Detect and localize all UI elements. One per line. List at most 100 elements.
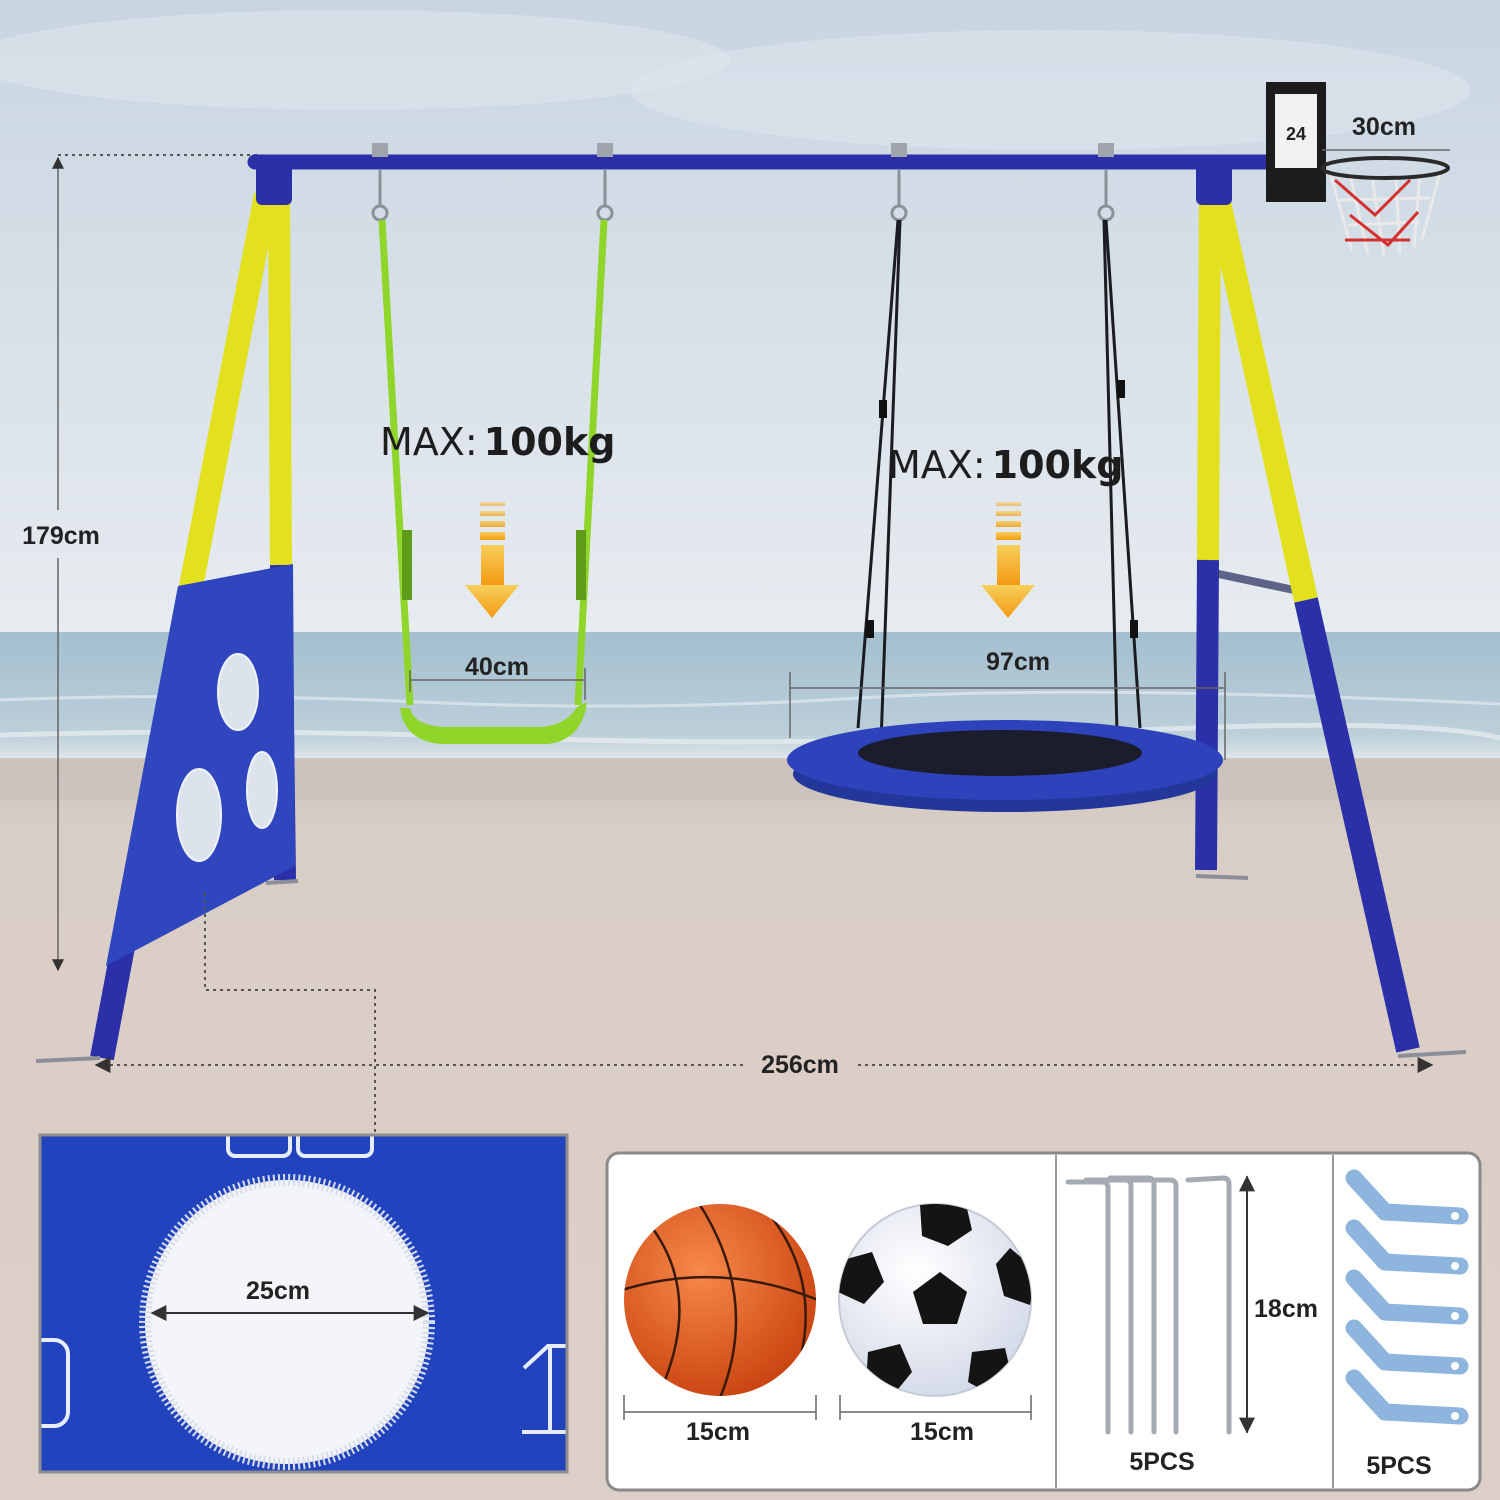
fabric-print bbox=[226, 1135, 292, 1158]
bracket-hole bbox=[1451, 1212, 1459, 1220]
strap-chain bbox=[402, 530, 412, 600]
soccer-patch bbox=[920, 1204, 972, 1246]
brackets-quantity-label: 5PCS bbox=[1366, 1452, 1431, 1480]
nest-rope bbox=[878, 219, 902, 771]
ground-stakes bbox=[1065, 1175, 1255, 1435]
hanger bbox=[596, 143, 614, 222]
hoop-net bbox=[1328, 171, 1442, 257]
swing-strap-left bbox=[378, 219, 414, 706]
backboard-number: 24 bbox=[1286, 124, 1306, 144]
left-top-joint bbox=[256, 165, 292, 205]
accessories-panel-frame bbox=[605, 1151, 1482, 1492]
net-hole bbox=[176, 768, 222, 862]
l-bracket bbox=[1345, 1369, 1469, 1425]
soccer-patch bbox=[839, 1252, 884, 1304]
rope-adjuster bbox=[866, 620, 874, 638]
strap-chain bbox=[576, 530, 586, 600]
ground-stake bbox=[1185, 1175, 1232, 1435]
rope-adjuster bbox=[1117, 380, 1125, 398]
height-dimension: 179cm bbox=[22, 154, 258, 972]
nest-swing: 97cm MAX:100kg bbox=[787, 219, 1226, 812]
bracket-hole bbox=[1451, 1412, 1459, 1420]
cloud bbox=[0, 10, 730, 110]
net-hole bbox=[217, 653, 259, 731]
belt-swing: 40cm MAX:100kg bbox=[378, 219, 615, 744]
right-back-leg-upper bbox=[1197, 194, 1221, 561]
height-label: 179cm bbox=[22, 522, 100, 550]
ground-plate bbox=[1195, 874, 1249, 880]
ground-plate bbox=[35, 1056, 101, 1063]
left-back-leg-upper bbox=[268, 194, 292, 566]
basketball-hoop: 24 30cm bbox=[1266, 82, 1450, 257]
left-max-load: MAX:100kg bbox=[380, 420, 615, 464]
left-max-label: MAX: bbox=[380, 420, 478, 464]
left-max-value: 100kg bbox=[484, 420, 616, 464]
basketball-seam bbox=[769, 1214, 807, 1361]
right-max-value: 100kg bbox=[992, 443, 1124, 487]
l-brackets bbox=[1345, 1169, 1469, 1425]
right-load-arrow bbox=[981, 502, 1035, 618]
hoop-net-red bbox=[1334, 178, 1420, 248]
ground-stake bbox=[1131, 1177, 1179, 1435]
ground-plate bbox=[1397, 1050, 1467, 1058]
swing-strap-right bbox=[574, 219, 608, 706]
fabric-print bbox=[296, 1135, 374, 1158]
rope-adjuster bbox=[1130, 620, 1138, 638]
basketball-size-label: 15cm bbox=[686, 1418, 750, 1446]
width-label: 256cm bbox=[761, 1051, 839, 1079]
hoop-rim bbox=[1320, 156, 1450, 180]
inset-callout-line bbox=[204, 893, 376, 1135]
soccer-patch bbox=[913, 1272, 967, 1324]
hole-dimension-label: 25cm bbox=[246, 1277, 310, 1305]
right-back-leg-lower bbox=[1195, 559, 1219, 871]
l-bracket bbox=[1345, 1269, 1469, 1325]
l-bracket bbox=[1345, 1219, 1469, 1275]
nest-rope bbox=[1104, 219, 1142, 729]
target-net-panel bbox=[106, 564, 295, 966]
basketball-body bbox=[624, 1204, 816, 1396]
basketball-seam bbox=[698, 1204, 738, 1396]
right-top-joint bbox=[1196, 165, 1232, 205]
width-dimension: 256cm bbox=[94, 1051, 1434, 1079]
right-front-leg-lower bbox=[1294, 597, 1420, 1053]
right-a-frame bbox=[1195, 165, 1467, 1058]
hanger bbox=[1097, 143, 1115, 222]
stake-length-label: 18cm bbox=[1254, 1295, 1318, 1323]
right-front-leg-upper bbox=[1206, 195, 1318, 603]
hanger bbox=[371, 143, 389, 222]
hoop-dimension-label: 30cm bbox=[1352, 113, 1416, 141]
soccer-ball: 15cm bbox=[838, 1203, 1032, 1446]
basketball-seam bbox=[649, 1224, 681, 1381]
left-load-arrow bbox=[465, 502, 519, 618]
inset-hole bbox=[155, 1190, 419, 1454]
left-front-leg-upper bbox=[178, 192, 278, 595]
nest-rope bbox=[1102, 219, 1120, 773]
l-bracket bbox=[1345, 1169, 1469, 1225]
swing-hangers bbox=[371, 143, 1115, 222]
accessories-panel: 15cm 15cm 18cm bbox=[605, 1151, 1482, 1492]
soccer-ball-size-label: 15cm bbox=[910, 1418, 974, 1446]
nest-dimension-label: 97cm bbox=[986, 648, 1050, 676]
rope-adjuster bbox=[879, 400, 887, 418]
net-hole-detail-inset: 25cm bbox=[38, 1133, 569, 1474]
swing-seat bbox=[400, 702, 587, 744]
bracket-hole bbox=[1451, 1362, 1459, 1370]
bracket-hole bbox=[1451, 1262, 1459, 1270]
l-bracket bbox=[1345, 1319, 1469, 1375]
bracket-hole bbox=[1451, 1312, 1459, 1320]
cloud bbox=[630, 30, 1470, 150]
basketball: 15cm bbox=[623, 1204, 817, 1446]
nest-rope bbox=[856, 219, 900, 729]
net-hole bbox=[246, 751, 278, 829]
backboard-panel bbox=[1275, 94, 1317, 168]
nest-seat-mesh bbox=[858, 730, 1142, 776]
basketball-seam bbox=[624, 1275, 816, 1302]
right-max-label: MAX: bbox=[888, 443, 986, 487]
seat-dimension-label: 40cm bbox=[465, 653, 529, 681]
inset-border bbox=[38, 1133, 569, 1474]
fabric-print bbox=[40, 1338, 70, 1428]
ground-plate bbox=[265, 879, 299, 885]
right-max-load: MAX:100kg bbox=[888, 443, 1123, 487]
stakes-quantity-label: 5PCS bbox=[1129, 1448, 1194, 1476]
